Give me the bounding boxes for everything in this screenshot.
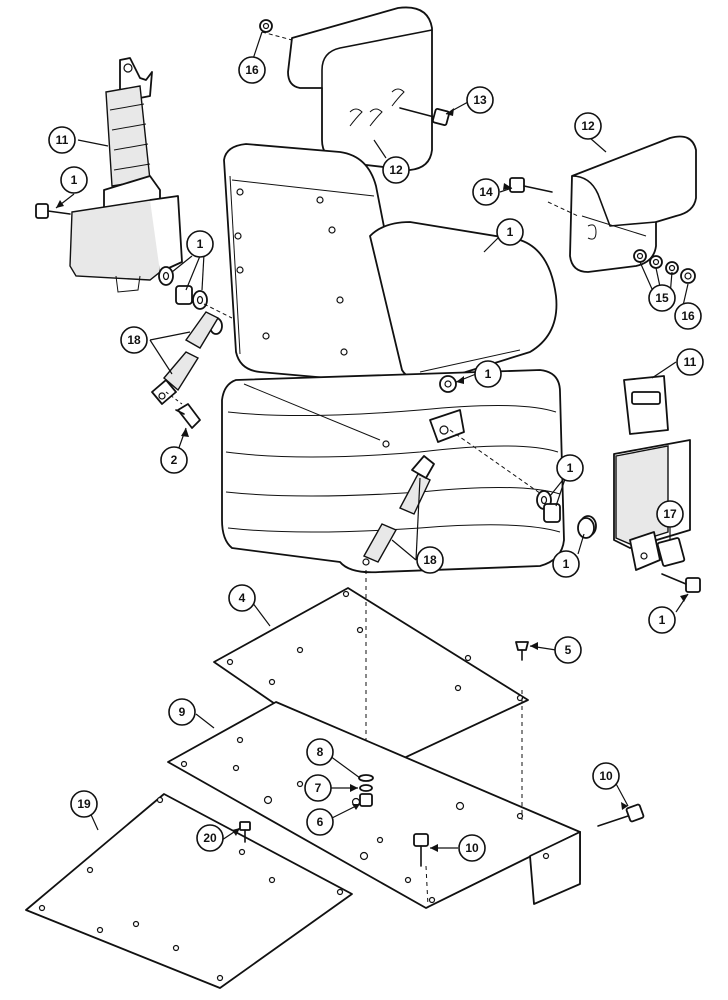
nut-16-top — [259, 19, 273, 33]
nut-16-right — [680, 268, 696, 284]
svg-text:1: 1 — [485, 367, 492, 381]
svg-text:1: 1 — [659, 613, 666, 627]
callout-16-right: 16 — [674, 302, 702, 330]
svg-text:1: 1 — [507, 225, 514, 239]
bolt-14 — [509, 177, 553, 193]
seat-belt-retractor-left — [69, 57, 183, 293]
svg-text:15: 15 — [655, 291, 669, 305]
callout-11-right: 11 — [676, 348, 704, 376]
lap-belt-strap-left — [151, 311, 219, 405]
svg-text:9: 9 — [179, 705, 186, 719]
svg-text:16: 16 — [681, 309, 695, 323]
svg-text:8: 8 — [317, 745, 324, 759]
seat-belt-buckle-right — [613, 375, 691, 571]
callout-7: 7 — [304, 774, 332, 802]
callout-12-armrest: 12 — [574, 112, 602, 140]
callout-14: 14 — [472, 178, 500, 206]
callout-1-right-bolt: 1 — [648, 606, 676, 634]
callout-10-right: 10 — [592, 762, 620, 790]
svg-text:13: 13 — [473, 93, 487, 107]
callout-4: 4 — [228, 584, 256, 612]
svg-text:1: 1 — [71, 173, 78, 187]
svg-text:11: 11 — [56, 133, 69, 147]
headrest — [261, 6, 433, 171]
svg-text:10: 10 — [599, 769, 613, 783]
svg-text:20: 20 — [203, 831, 217, 845]
seat — [221, 143, 565, 574]
bolt-right-belt — [661, 573, 701, 593]
lap-belt-strap-right — [363, 455, 435, 563]
callout-16-top: 16 — [238, 56, 266, 84]
svg-text:12: 12 — [389, 163, 403, 177]
svg-text:6: 6 — [317, 815, 324, 829]
svg-text:18: 18 — [423, 553, 437, 567]
svg-text:2: 2 — [171, 453, 178, 467]
svg-text:11: 11 — [684, 355, 697, 369]
bolt-13 — [399, 107, 451, 127]
callout-18-right: 18 — [416, 546, 444, 574]
callout-11-left: 11 — [48, 126, 76, 154]
bolt-5 — [515, 641, 529, 661]
bolt-2 — [175, 403, 201, 429]
svg-text:1: 1 — [567, 461, 574, 475]
callout-12-headrest: 12 — [382, 156, 410, 184]
armrest — [547, 135, 697, 273]
callout-1-right-spacers: 1 — [556, 454, 584, 482]
plate-19 — [25, 793, 353, 989]
callout-17: 17 — [656, 500, 684, 528]
callout-1-left-bolt: 1 — [60, 166, 88, 194]
callout-20: 20 — [196, 824, 224, 852]
callout-10-lower: 10 — [458, 834, 486, 862]
svg-text:10: 10 — [465, 841, 479, 855]
callout-9: 9 — [168, 698, 196, 726]
callout-1-right-washer: 1 — [552, 550, 580, 578]
svg-text:14: 14 — [479, 185, 493, 199]
spacers-left — [158, 266, 233, 335]
callout-6: 6 — [306, 808, 334, 836]
callout-15: 15 — [648, 284, 676, 312]
screw-20 — [239, 821, 251, 843]
bolt-10-lower — [413, 833, 429, 907]
svg-text:17: 17 — [663, 507, 677, 521]
bolt-10-right — [597, 803, 645, 827]
svg-text:1: 1 — [563, 557, 570, 571]
svg-text:19: 19 — [77, 797, 91, 811]
callout-13: 13 — [466, 86, 494, 114]
callout-5: 5 — [554, 636, 582, 664]
svg-text:7: 7 — [315, 781, 322, 795]
svg-text:12: 12 — [581, 119, 595, 133]
svg-text:16: 16 — [245, 63, 259, 77]
hardware-stack-6-7-8 — [358, 774, 374, 807]
callout-1-seat: 1 — [496, 218, 524, 246]
bolt-left-belt — [35, 203, 71, 219]
svg-text:1: 1 — [197, 237, 204, 251]
svg-text:4: 4 — [239, 591, 246, 605]
arrow-heads — [56, 108, 688, 852]
svg-text:5: 5 — [565, 643, 572, 657]
svg-text:18: 18 — [127, 333, 141, 347]
washer-right — [577, 517, 595, 539]
callout-18-left: 18 — [120, 326, 148, 354]
callout-8: 8 — [306, 738, 334, 766]
callout-1-seat-nut: 1 — [474, 360, 502, 388]
callout-1-left-spacers: 1 — [186, 230, 214, 258]
callout-2: 2 — [160, 446, 188, 474]
callout-19: 19 — [70, 790, 98, 818]
